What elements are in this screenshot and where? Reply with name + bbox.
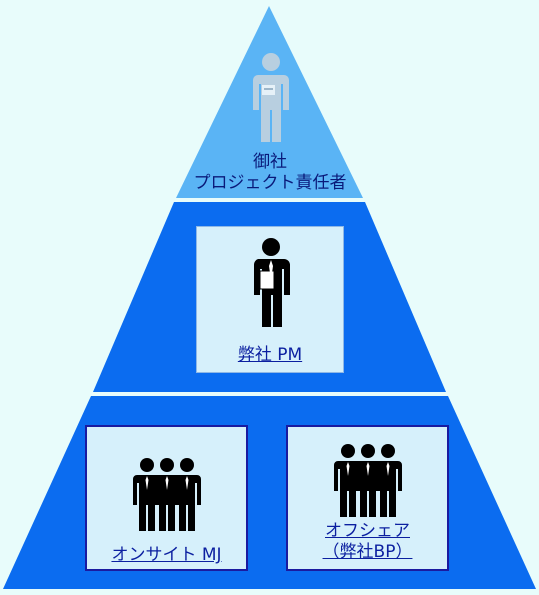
- offshore-card[interactable]: オフシェア （弊社BP）: [286, 425, 449, 571]
- team-person-right: [374, 444, 402, 517]
- pm-label-link[interactable]: 弊社 PM: [237, 345, 303, 365]
- pm-person-icon: [253, 238, 290, 327]
- team-person-right: [173, 458, 201, 531]
- offshore-label-line1[interactable]: オフシェア: [325, 521, 410, 541]
- onsite-label-link[interactable]: オンサイト MJ: [111, 545, 222, 565]
- pm-card[interactable]: 弊社 PM: [196, 226, 344, 373]
- top-label-line1: 御社: [253, 152, 287, 172]
- onsite-team-icon: [133, 458, 201, 531]
- offshore-team-icon: [334, 444, 402, 517]
- client-person-icon: [253, 53, 289, 142]
- top-tier-label: 御社 プロジェクト責任者: [170, 152, 370, 194]
- onsite-card[interactable]: オンサイト MJ: [85, 425, 248, 571]
- top-label-line2: プロジェクト責任者: [193, 173, 347, 193]
- offshore-label-line2[interactable]: （弊社BP）: [322, 542, 413, 562]
- pyramid-bottom-tier: [3, 396, 536, 589]
